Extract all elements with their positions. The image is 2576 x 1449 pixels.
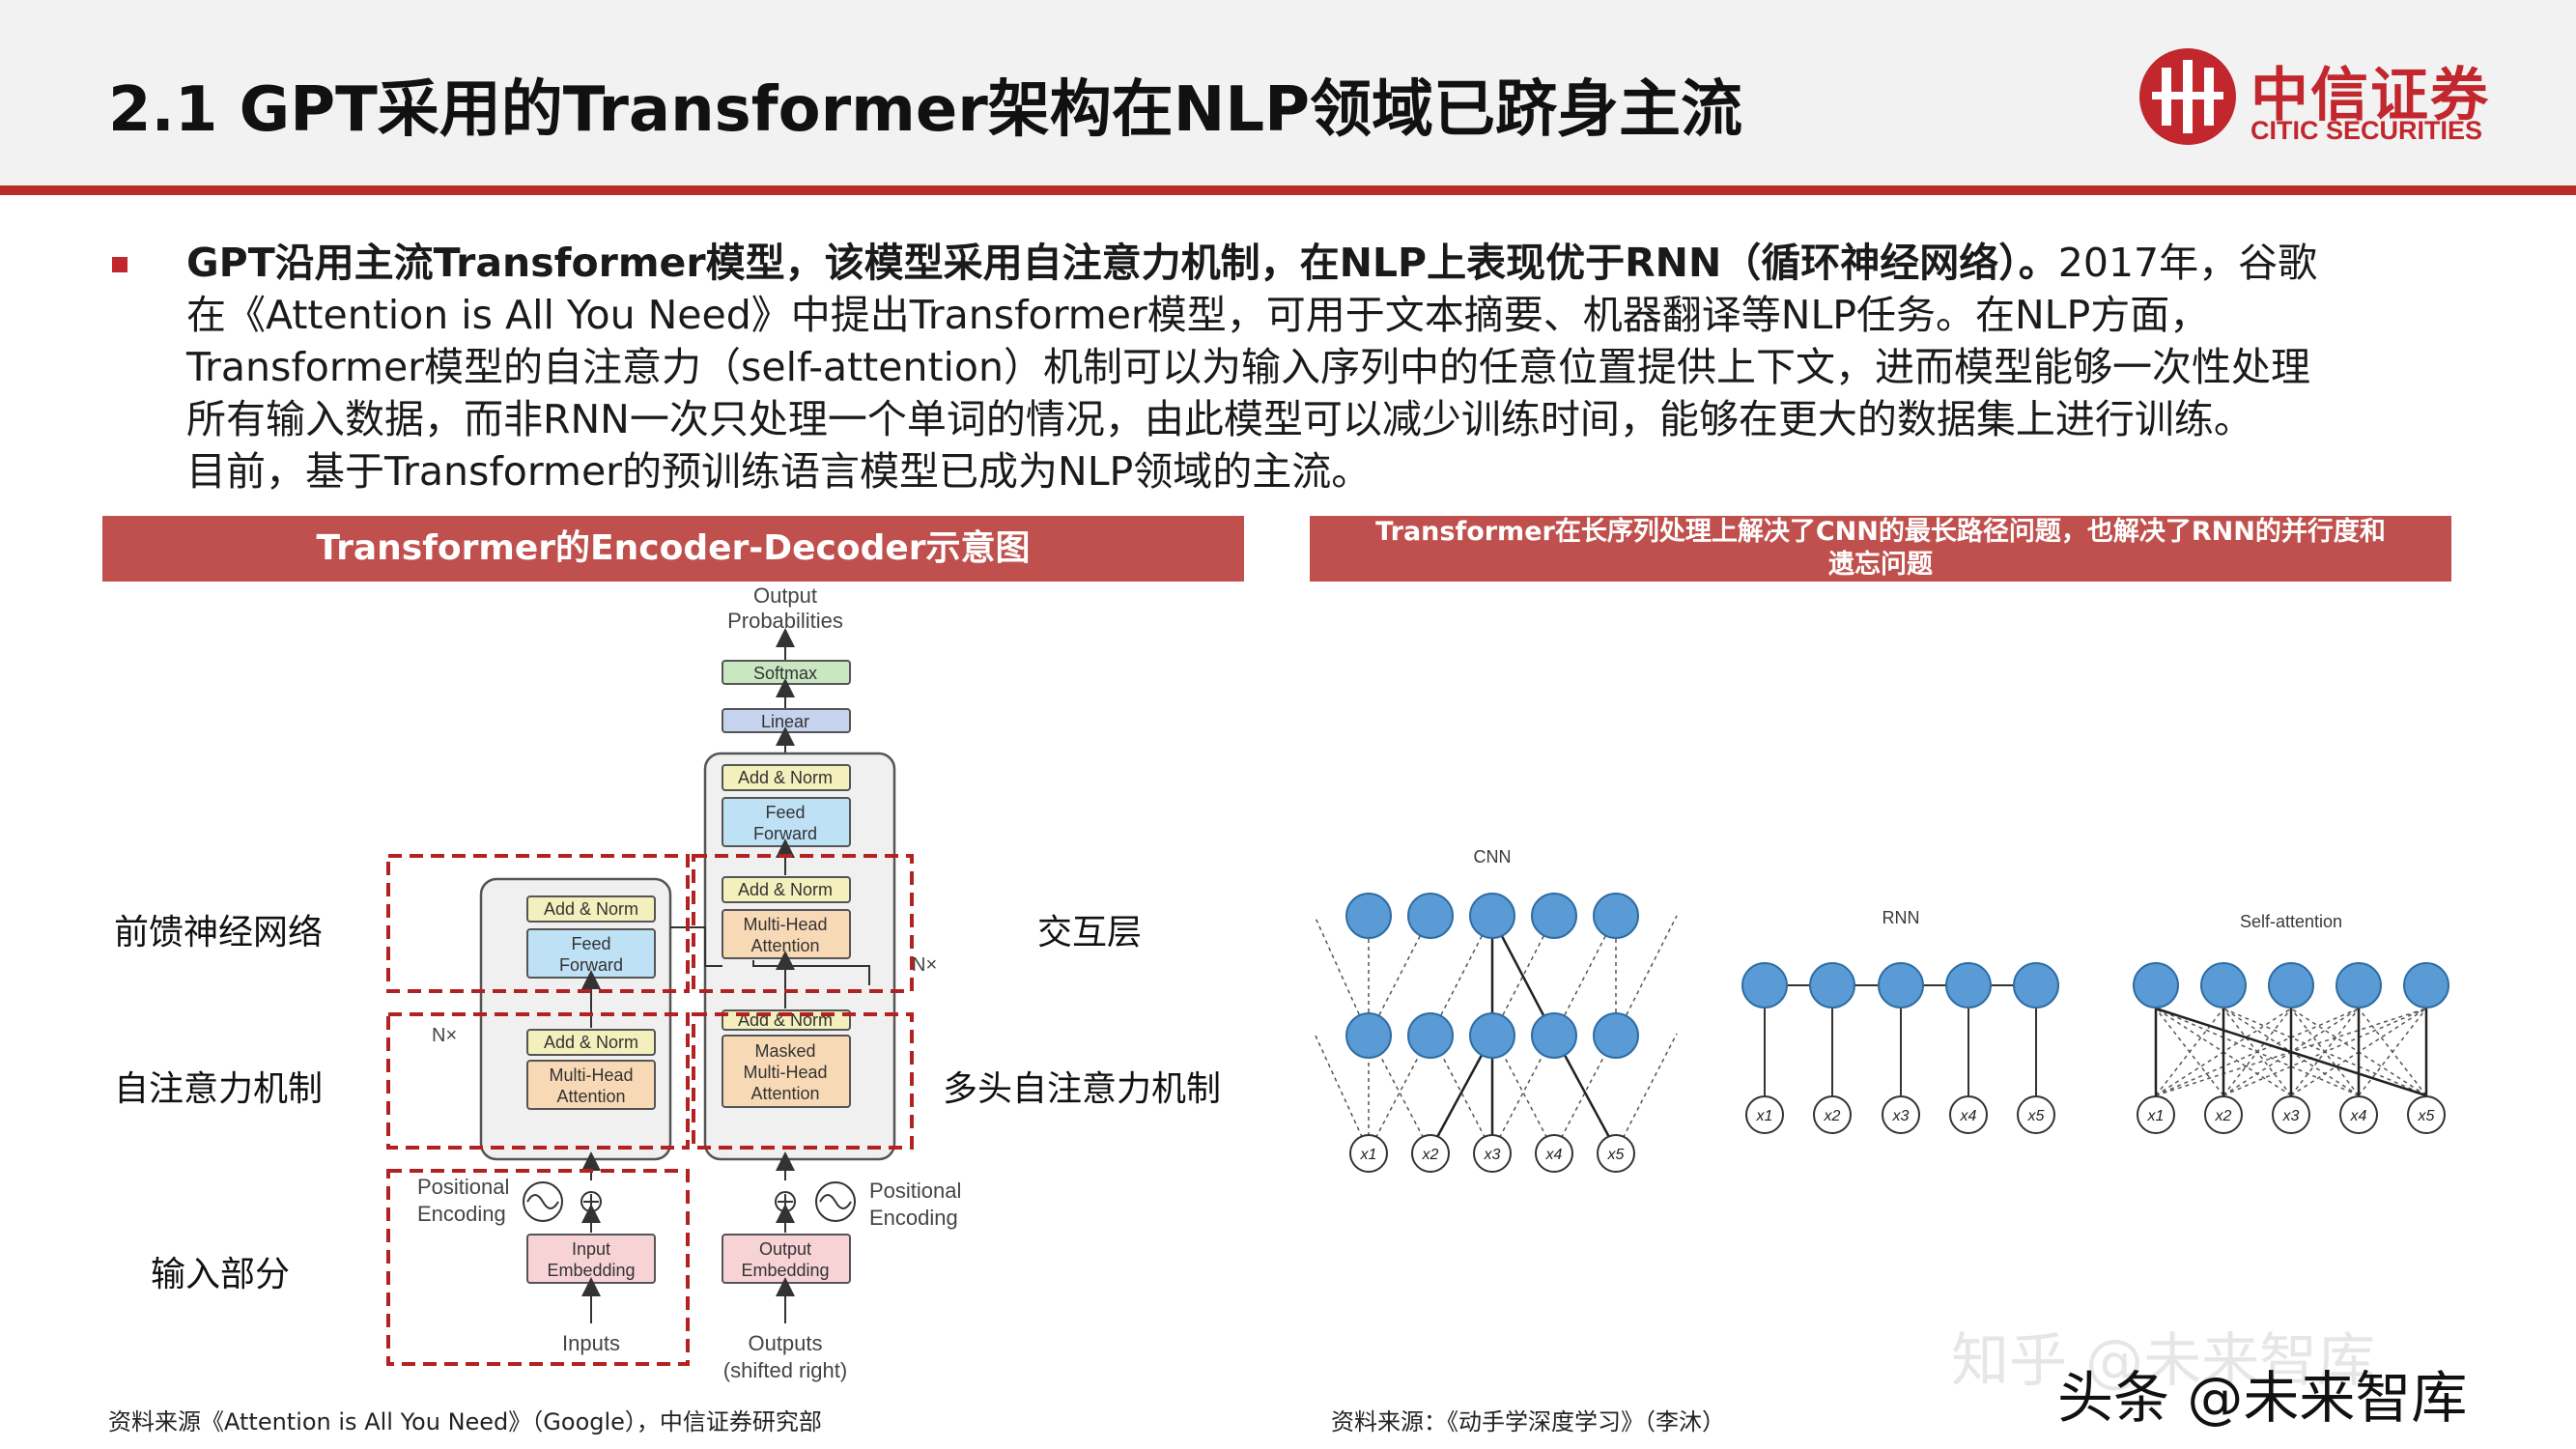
ffn-highlight-box [386,854,690,993]
label-ffn: 前馈神经网络 [114,913,324,952]
svg-text:Multi-Head: Multi-Head [549,1065,633,1085]
body-line-3: Transformer模型的自注意力（self-attention）机制可以为输… [186,344,2311,390]
right-title-line-2: 遗忘问题 [1828,550,1933,580]
sa-x5: x5 [2418,1108,2435,1124]
label-cross-layer: 交互层 [1037,913,1143,952]
svg-text:Masked: Masked [754,1041,815,1061]
body-line-2: 在《Attention is All You Need》中提出Transform… [186,292,2210,338]
svg-text:Add & Norm: Add & Norm [544,1033,638,1052]
right-source-note: 资料来源：《动手学深度学习》（李沐） [1331,1408,1725,1435]
sa-x4: x4 [2350,1108,2367,1124]
softmax-label: Softmax [753,664,817,683]
line1-rest: 2017年，谷歌 [2057,240,2318,286]
body-line-1: GPT沿用主流Transformer模型，该模型采用自注意力机制，在NLP上表现… [186,237,2466,289]
sa-x3: x3 [2282,1108,2300,1124]
svg-text:Attention: Attention [750,936,819,955]
pos-enc-left-1: Positional [417,1175,509,1199]
cnn-x4: x4 [1545,1147,1563,1163]
watermark-main: 头条 @未来智库 [2057,1365,2468,1431]
svg-text:Feed: Feed [765,803,805,822]
body-line-5: 目前，基于Transformer的预训练语言模型已成为NLP领域的主流。 [186,448,1372,495]
cnn-x5: x5 [1607,1147,1625,1163]
rnn-x1: x1 [1756,1108,1773,1124]
left-panel-title: Transformer的Encoder-Decoder示意图 [102,516,1244,582]
watermark-faint: 知乎 @未来智库 [1951,1327,2376,1395]
svg-text:Input: Input [572,1239,610,1259]
svg-text:(shifted right): (shifted right) [723,1358,847,1382]
svg-text:Outputs: Outputs [748,1331,822,1355]
svg-text:Add & Norm: Add & Norm [544,899,638,919]
svg-text:Encoding: Encoding [869,1206,958,1230]
logo-name-cn: 中信证券 [2250,62,2490,129]
rnn-x4: x4 [1960,1108,1977,1124]
svg-text:Feed: Feed [571,934,610,953]
svg-text:Add & Norm: Add & Norm [738,880,833,899]
decoder-nx-label: N× [912,954,937,976]
svg-text:Probabilities: Probabilities [727,609,843,633]
svg-text:Output: Output [759,1239,811,1259]
label-self-attention: 自注意力机制 [114,1069,324,1109]
svg-text:Add & Norm: Add & Norm [738,768,833,787]
left-source-note: 资料来源《Attention is All You Need》（Google），… [108,1408,822,1435]
svg-text:Embedding: Embedding [547,1261,635,1280]
svg-text:Forward: Forward [559,955,623,975]
cross-attn-highlight-box [692,854,914,993]
svg-text:Attention: Attention [556,1087,625,1106]
right-title-line-1: Transformer在长序列处理上解决了CNN的最长路径问题，也解决了RNN的… [1375,517,2386,547]
cnn-rnn-attention-diagram: CNN RNN Self-attention x1 x2 x3 x4 x5 x1 x2 x3… [1314,847,2449,1173]
input-highlight-box [386,1169,690,1366]
cnn-x1: x1 [1360,1147,1377,1163]
masked-attn-highlight-box [692,1012,914,1150]
cnn-x2: x2 [1422,1147,1439,1163]
svg-text:Embedding: Embedding [741,1261,829,1280]
rnn-label: RNN [1882,908,1920,927]
svg-text:Positional: Positional [869,1179,961,1203]
bullet-icon [112,257,127,272]
rnn-x3: x3 [1892,1108,1910,1124]
citic-logo-icon [2139,48,2236,145]
self-attn-highlight-box [386,1012,690,1150]
rnn-x2: x2 [1824,1108,1841,1124]
cnn-x3: x3 [1484,1147,1501,1163]
right-panel-title: Transformer在长序列处理上解决了CNN的最长路径问题，也解决了RNN的… [1310,516,2451,582]
self-attention-label: Self-attention [2240,912,2342,931]
bold-lead: GPT沿用主流Transformer模型，该模型采用自注意力机制，在NLP上表现… [186,240,2058,286]
svg-text:Multi-Head: Multi-Head [743,1063,827,1082]
label-multi-head: 多头自注意力机制 [943,1069,1222,1109]
body-line-4: 所有输入数据，而非RNN一次只处理一个单词的情况，由此模型可以减少训练时间，能够… [186,396,2253,442]
svg-text:Forward: Forward [753,824,817,843]
transformer-diagram: Output Probabilities Softmax Linear Add … [386,583,961,1382]
inputs-label: Inputs [562,1331,620,1355]
svg-text:Multi-Head: Multi-Head [743,915,827,934]
sa-x1: x1 [2147,1108,2165,1124]
page-title: 2.1 GPT采用的Transformer架构在NLP领域已跻身主流 [108,74,1743,146]
sa-x2: x2 [2215,1108,2232,1124]
output-probabilities-label: Output [753,583,817,608]
svg-text:Attention: Attention [750,1084,819,1103]
linear-label: Linear [761,712,809,731]
logo-name-en: CITIC SECURITIES [2250,116,2483,145]
body-paragraph: GPT沿用主流Transformer模型，该模型采用自注意力机制，在NLP上表现… [186,237,2466,497]
label-input: 输入部分 [151,1255,291,1294]
svg-text:Encoding: Encoding [417,1202,506,1226]
header-rule [0,185,2576,195]
cnn-label: CNN [1474,847,1512,867]
encoder-nx-label: N× [432,1025,457,1046]
rnn-x5: x5 [2027,1108,2045,1124]
